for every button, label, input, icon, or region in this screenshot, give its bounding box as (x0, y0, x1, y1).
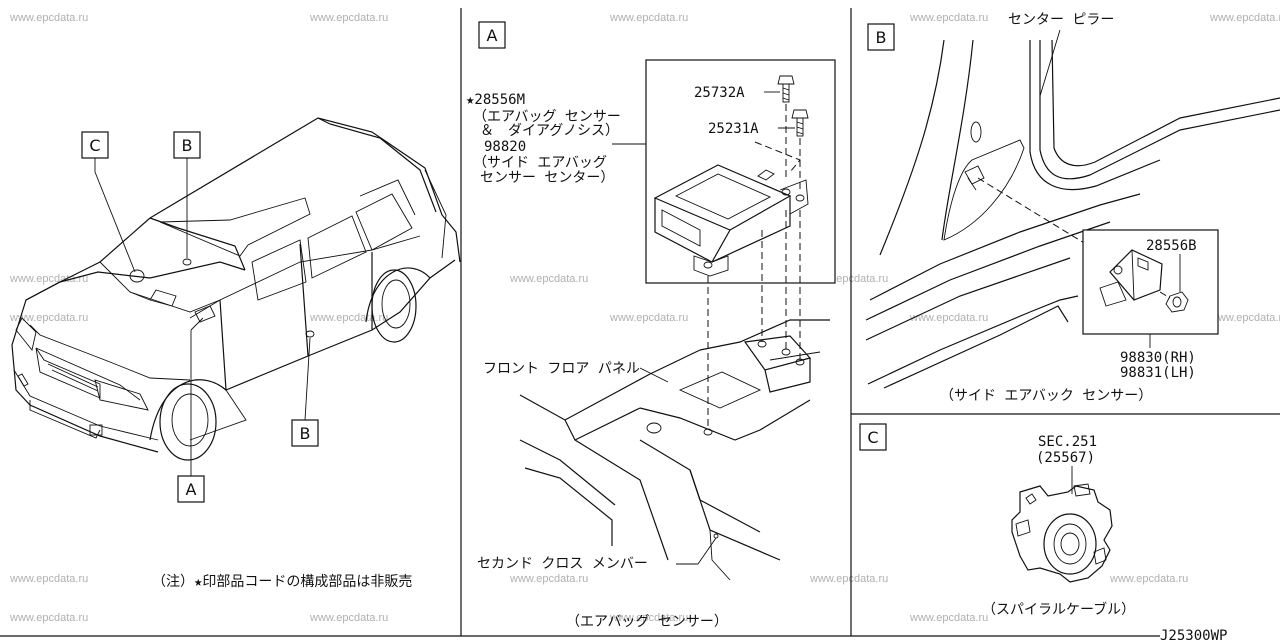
panel-c-letter: C (867, 428, 878, 447)
watermark: www.epcdata.ru (609, 612, 688, 624)
watermark: www.epcdata.ru (9, 12, 88, 24)
spiral-cable (1011, 483, 1113, 583)
label-front-floor-panel: フロント フロア パネル (483, 361, 640, 377)
part-98820-desc-1: （サイド エアバッグ (473, 155, 607, 171)
callout-b-upper: B (182, 136, 193, 155)
vehicle-drawing (11, 117, 461, 461)
watermark: www.epcdata.ru (9, 573, 88, 585)
diagram-code: J25300WP (1160, 628, 1227, 640)
panel-c: C SEC.251 (25567) （スパイラルケーブル） (859, 423, 1135, 618)
part-98820: 98820 (484, 139, 526, 155)
panel-c-caption: （スパイラルケーブル） (982, 601, 1135, 618)
nut-icon (1159, 291, 1189, 313)
side-sensor-location-front (182, 258, 192, 266)
callout-a: A (186, 480, 197, 499)
watermark: www.epcdata.ru (1209, 312, 1280, 324)
part-28556b: 28556B (1146, 238, 1197, 254)
callout-b-lower: B (300, 424, 311, 443)
panel-b: B センター ピラー (865, 12, 1280, 404)
sensor-detail-frame (645, 59, 836, 284)
side-sensor-detail-frame (1082, 229, 1219, 335)
bolt-25732a: 25732A (694, 85, 745, 101)
panel-dividers (0, 8, 1280, 637)
label-sec-251: SEC.251 (1038, 434, 1097, 450)
panel-a-label-box (478, 21, 506, 49)
bolt-icon (791, 109, 809, 137)
watermark: www.epcdata.ru (509, 273, 588, 285)
callout-c: C (89, 136, 100, 155)
watermark: www.epcdata.ru (1109, 573, 1188, 585)
panel-b-letter: B (876, 28, 887, 47)
watermark: www.epcdata.ru (309, 12, 388, 24)
watermark: www.epcdata.ru (309, 612, 388, 624)
panel-b-caption: （サイド エアバック センサー） (940, 388, 1152, 404)
vehicle-callouts: C B B A (81, 131, 319, 503)
panel-a: A ★28556M （エアバッグ センサー ＆ ダイアグノシス） 98820 （… (466, 21, 836, 630)
part-28556m-desc-2: ＆ ダイアグノシス） (480, 123, 619, 139)
panel-a-caption: （エアバッグ センサー） (566, 614, 728, 630)
center-pillar (865, 39, 1280, 389)
panel-b-label-box (867, 23, 895, 51)
bolt-25231a: 25231A (708, 121, 759, 137)
airbag-sensor-unit (653, 164, 809, 277)
airbag-sensor-location (194, 305, 216, 323)
label-25567: (25567) (1036, 450, 1095, 466)
bolt-icon (777, 75, 795, 103)
note-non-sale: （注）★印部品コードの構成部品は非販売 (152, 574, 412, 590)
side-sensor-location-rear (305, 330, 315, 338)
part-98831-lh: 98831(LH) (1120, 365, 1196, 381)
watermark: www.epcdata.ru (809, 573, 888, 585)
watermark: www.epcdata.ru (1209, 12, 1280, 24)
callout-box-c (81, 131, 109, 159)
label-second-cross-member: セカンド クロス メンバー (477, 556, 648, 572)
part-28556m-desc-1: （エアバッグ センサー (473, 109, 621, 125)
watermark: www.epcdata.ru (909, 312, 988, 324)
watermark: www.epcdata.ru (9, 273, 88, 285)
front-floor-panel (519, 319, 830, 581)
watermark: www.epcdata.ru (9, 312, 88, 324)
part-28556m: ★28556M (466, 92, 525, 108)
part-98830-rh: 98830(RH) (1120, 350, 1196, 366)
watermark: www.epcdata.ru (9, 612, 88, 624)
panel-a-letter: A (487, 26, 498, 45)
watermark: www.epcdata.ru (609, 312, 688, 324)
watermark: www.epcdata.ru (609, 12, 688, 24)
label-center-pillar: センター ピラー (1008, 12, 1114, 28)
watermark: www.epcdata.ru (909, 12, 988, 24)
side-airbag-sensor (1099, 249, 1163, 307)
spiral-cable-location (129, 269, 145, 283)
watermark: www.epcdata.ru (909, 612, 988, 624)
part-98820-desc-2: センサー センター） (480, 170, 614, 186)
callout-box-a (177, 475, 205, 503)
panel-c-label-box (859, 423, 887, 451)
watermark: www.epcdata.ru (309, 312, 388, 324)
watermark: www.epcdata.ru (509, 573, 588, 585)
